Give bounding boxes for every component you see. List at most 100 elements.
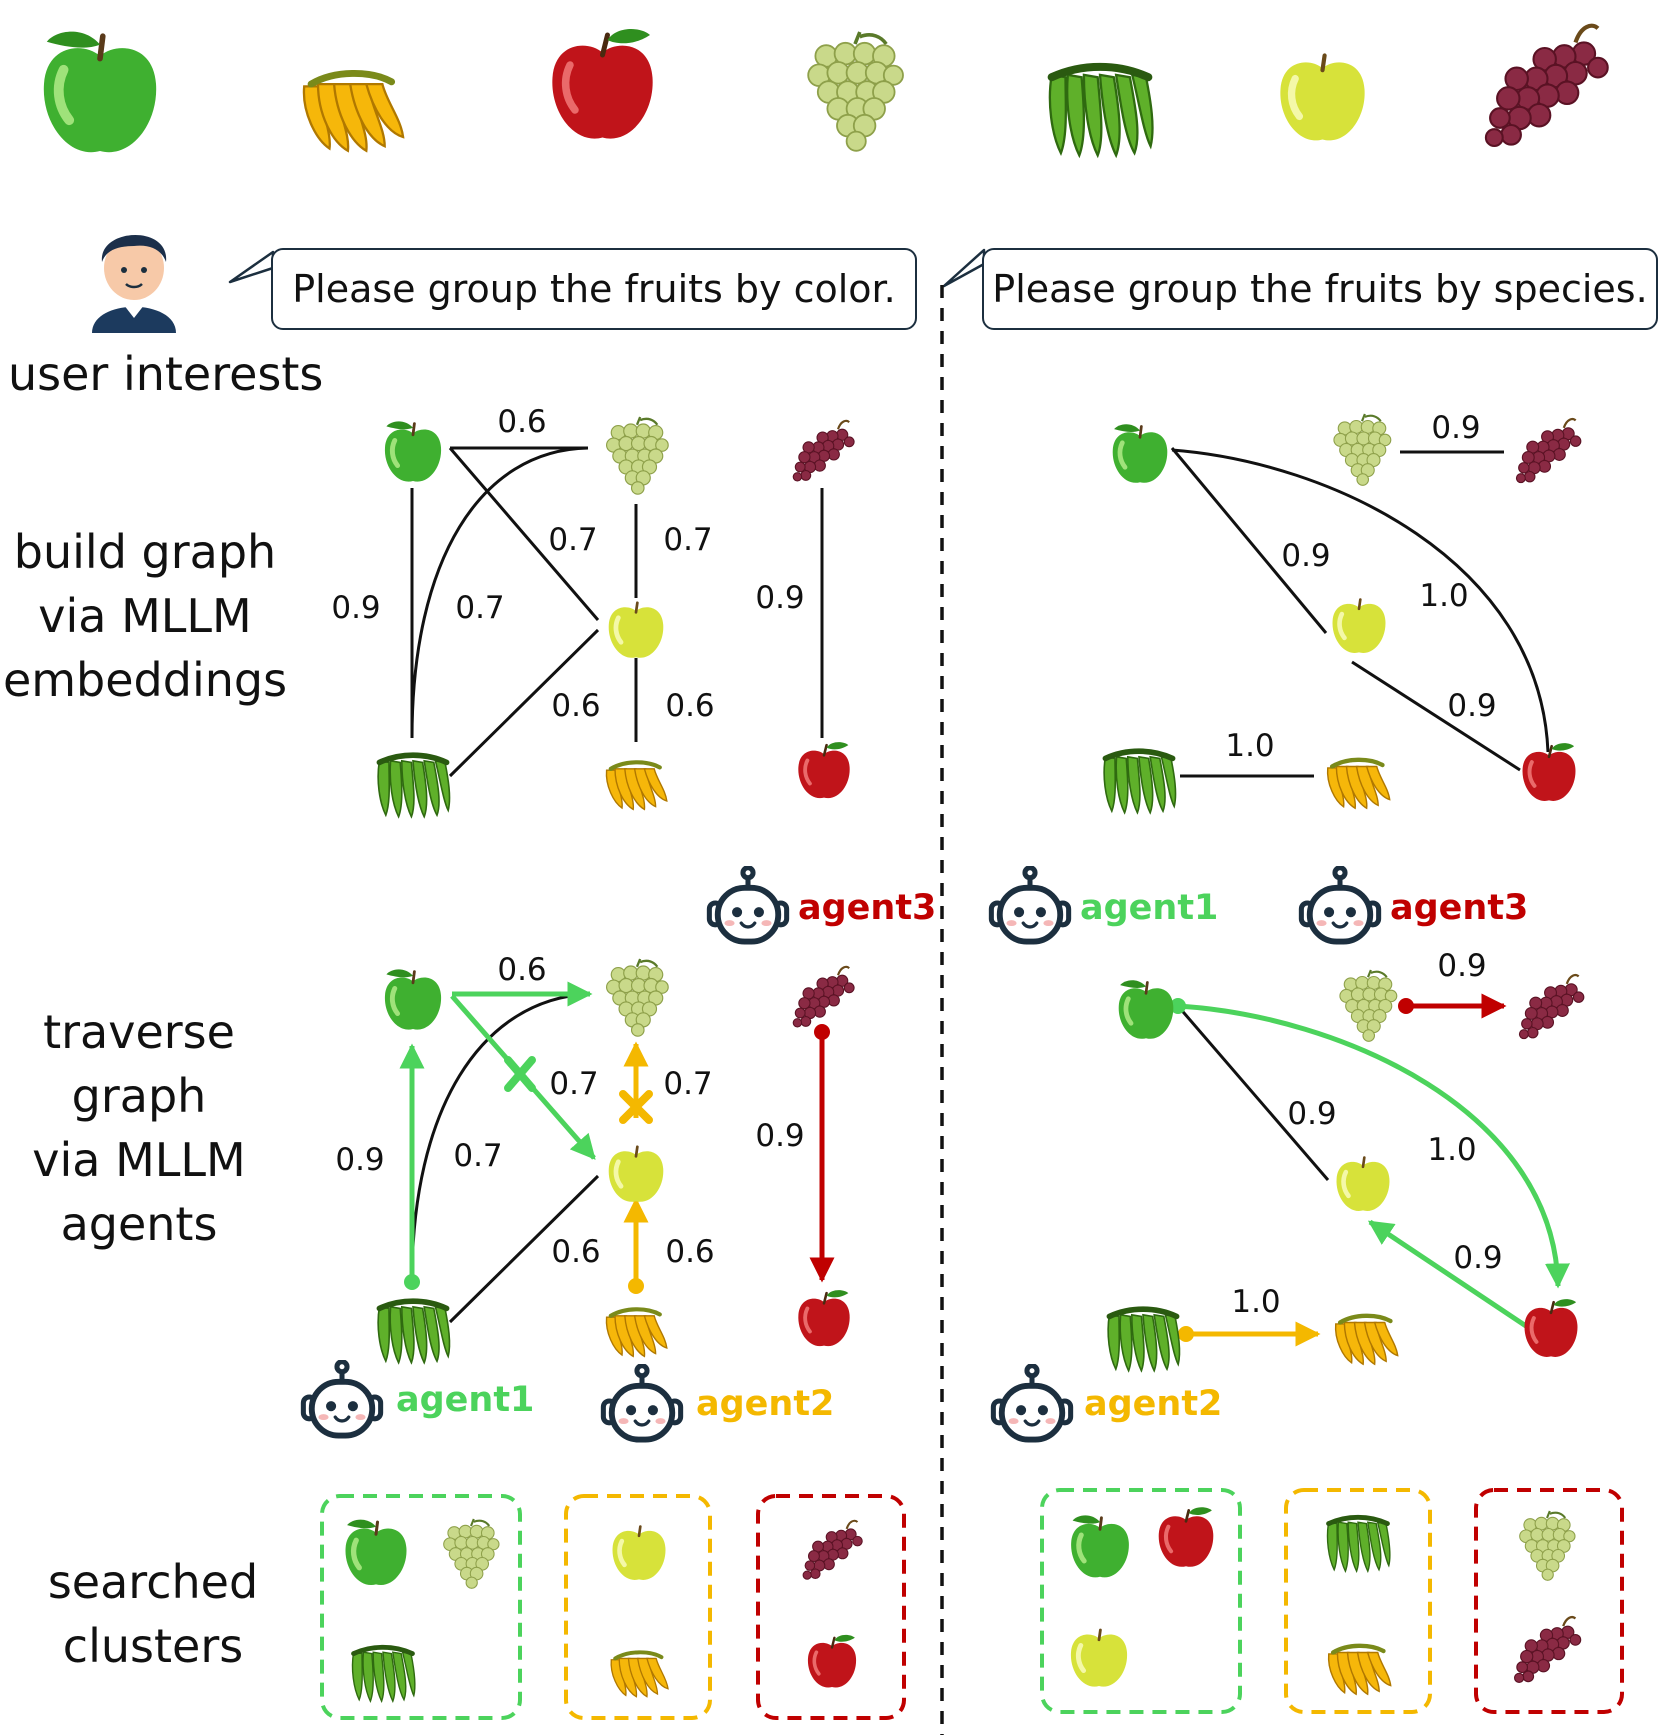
edge-ga-ya bbox=[1176, 1005, 1330, 1181]
cluster-green-apple bbox=[345, 1520, 406, 1585]
agent1-robot-icon bbox=[991, 868, 1068, 942]
row-label-line: graph bbox=[71, 1069, 207, 1123]
build-graph-label: build graph via MLLM embeddings bbox=[0, 520, 290, 712]
edge-ya-ra bbox=[1351, 660, 1521, 772]
cluster-red-apple bbox=[808, 1635, 856, 1688]
right-cluster-green bbox=[1040, 1488, 1242, 1714]
agent3-robot-icon bbox=[709, 868, 786, 942]
right-build-graph: 0.9 0.9 1.0 0.9 1.0 bbox=[1104, 410, 1583, 813]
agent1-start-dot bbox=[1170, 998, 1186, 1014]
searched-clusters-label: searched clusters bbox=[0, 1550, 306, 1678]
weight-label: 0.9 bbox=[331, 590, 380, 626]
row-label-line: embeddings bbox=[2, 653, 288, 707]
row-label-line: via MLLM bbox=[32, 1133, 246, 1187]
edge-gb-ya bbox=[448, 628, 600, 778]
weight-label: 0.6 bbox=[665, 688, 714, 724]
agent1-label: agent1 bbox=[1080, 888, 1219, 928]
weight-label: 0.9 bbox=[1287, 1096, 1336, 1132]
weight-label: 1.0 bbox=[1231, 1284, 1280, 1320]
green-apple-image bbox=[44, 32, 156, 153]
left-cluster-green bbox=[320, 1494, 522, 1720]
edge-gb-gg bbox=[410, 992, 589, 1283]
agent1-reject-mark bbox=[504, 1056, 536, 1092]
node-red-grape bbox=[1515, 417, 1583, 484]
node-yellow-apple bbox=[609, 1147, 664, 1202]
node-green-banana bbox=[378, 755, 449, 817]
cluster-yellow-banana bbox=[1329, 1646, 1391, 1694]
weight-label: 0.9 bbox=[1453, 1240, 1502, 1276]
red-grape-image bbox=[1486, 26, 1608, 146]
weight-label: 0.7 bbox=[548, 522, 597, 558]
node-red-apple bbox=[1525, 1299, 1578, 1357]
node-yellow-banana bbox=[606, 1309, 666, 1356]
node-green-apple bbox=[385, 969, 441, 1029]
node-yellow-apple bbox=[609, 603, 664, 658]
user-avatar-icon bbox=[92, 234, 176, 333]
node-red-apple bbox=[1523, 743, 1576, 801]
prompt-text: Please group the fruits by species. bbox=[992, 267, 1648, 311]
cluster-green-banana bbox=[353, 1647, 415, 1701]
green-banana-image bbox=[1050, 67, 1153, 156]
edge-ga-ya bbox=[448, 447, 600, 621]
left-cluster-yellow bbox=[564, 1494, 712, 1720]
weight-label: 1.0 bbox=[1419, 578, 1468, 614]
cluster-red-apple bbox=[1159, 1507, 1214, 1567]
edge-gb-gg bbox=[410, 446, 589, 739]
agent2-label: agent2 bbox=[1084, 1384, 1223, 1424]
cluster-yellow-banana bbox=[611, 1652, 668, 1696]
edge-ga-ya bbox=[1170, 447, 1328, 634]
right-traverse-graph: 0.9 0.9 1.0 0.9 1.0 bbox=[1108, 948, 1586, 1371]
weight-label: 0.6 bbox=[665, 1234, 714, 1270]
weight-label: 0.6 bbox=[497, 952, 546, 988]
weight-label: 0.9 bbox=[1281, 538, 1330, 574]
agent2-label: agent2 bbox=[696, 1384, 835, 1424]
row-label-line: traverse bbox=[43, 1005, 235, 1059]
user-interests-label: user interests bbox=[8, 347, 324, 401]
cluster-green-grape bbox=[1518, 1509, 1577, 1582]
weight-label: 0.9 bbox=[755, 1118, 804, 1154]
node-yellow-banana bbox=[1336, 1316, 1398, 1364]
agent2-reject-mark bbox=[619, 1090, 653, 1124]
red-apple-image bbox=[552, 29, 652, 139]
right-bubble-tail bbox=[942, 248, 986, 288]
weight-label: 0.9 bbox=[335, 1142, 384, 1178]
left-bubble-tail bbox=[228, 250, 275, 284]
node-red-grape bbox=[791, 965, 856, 1029]
agent2-robot-icon bbox=[603, 1366, 680, 1440]
node-green-apple bbox=[1119, 980, 1174, 1039]
prompt-bubble-color: Please group the fruits by color. bbox=[271, 248, 917, 330]
weight-label: 0.7 bbox=[663, 1066, 712, 1102]
left-cluster-red bbox=[756, 1494, 906, 1720]
node-red-apple bbox=[798, 1290, 849, 1346]
weight-label: 0.6 bbox=[497, 404, 546, 440]
row-label-line: searched bbox=[47, 1555, 259, 1609]
weight-label: 0.6 bbox=[551, 688, 600, 724]
node-yellow-banana bbox=[1328, 760, 1390, 808]
yellow-apple-image bbox=[1280, 56, 1364, 141]
cluster-red-grape bbox=[1513, 1615, 1583, 1684]
edge-ga-ra bbox=[1171, 448, 1550, 753]
agent2-robot-icon bbox=[993, 1366, 1070, 1440]
green-grape-image bbox=[808, 32, 903, 151]
cluster-green-apple bbox=[1071, 1515, 1129, 1577]
cluster-red-grape bbox=[801, 1519, 864, 1581]
right-cluster-yellow bbox=[1284, 1488, 1432, 1714]
node-yellow-banana bbox=[606, 762, 666, 809]
node-red-grape bbox=[791, 419, 856, 483]
row-label-line: build graph bbox=[13, 525, 277, 579]
cluster-contents bbox=[345, 1507, 1583, 1701]
agent1-robot-icon bbox=[303, 1362, 380, 1436]
agent2-start-dot bbox=[1178, 1326, 1194, 1342]
row-label-line: clusters bbox=[62, 1619, 244, 1673]
edge-gb-ya bbox=[448, 1174, 600, 1324]
cluster-yellow-apple bbox=[613, 1527, 666, 1580]
fruit-row bbox=[44, 26, 1608, 156]
node-green-banana bbox=[1108, 1309, 1179, 1371]
node-red-grape bbox=[1518, 973, 1586, 1040]
agent1-start-dot bbox=[404, 1274, 420, 1290]
node-green-grape bbox=[1332, 412, 1393, 487]
agent1-path-ga-ra bbox=[1177, 1003, 1570, 1289]
node-yellow-apple bbox=[1337, 1158, 1390, 1211]
weight-label: 0.9 bbox=[1431, 410, 1480, 446]
